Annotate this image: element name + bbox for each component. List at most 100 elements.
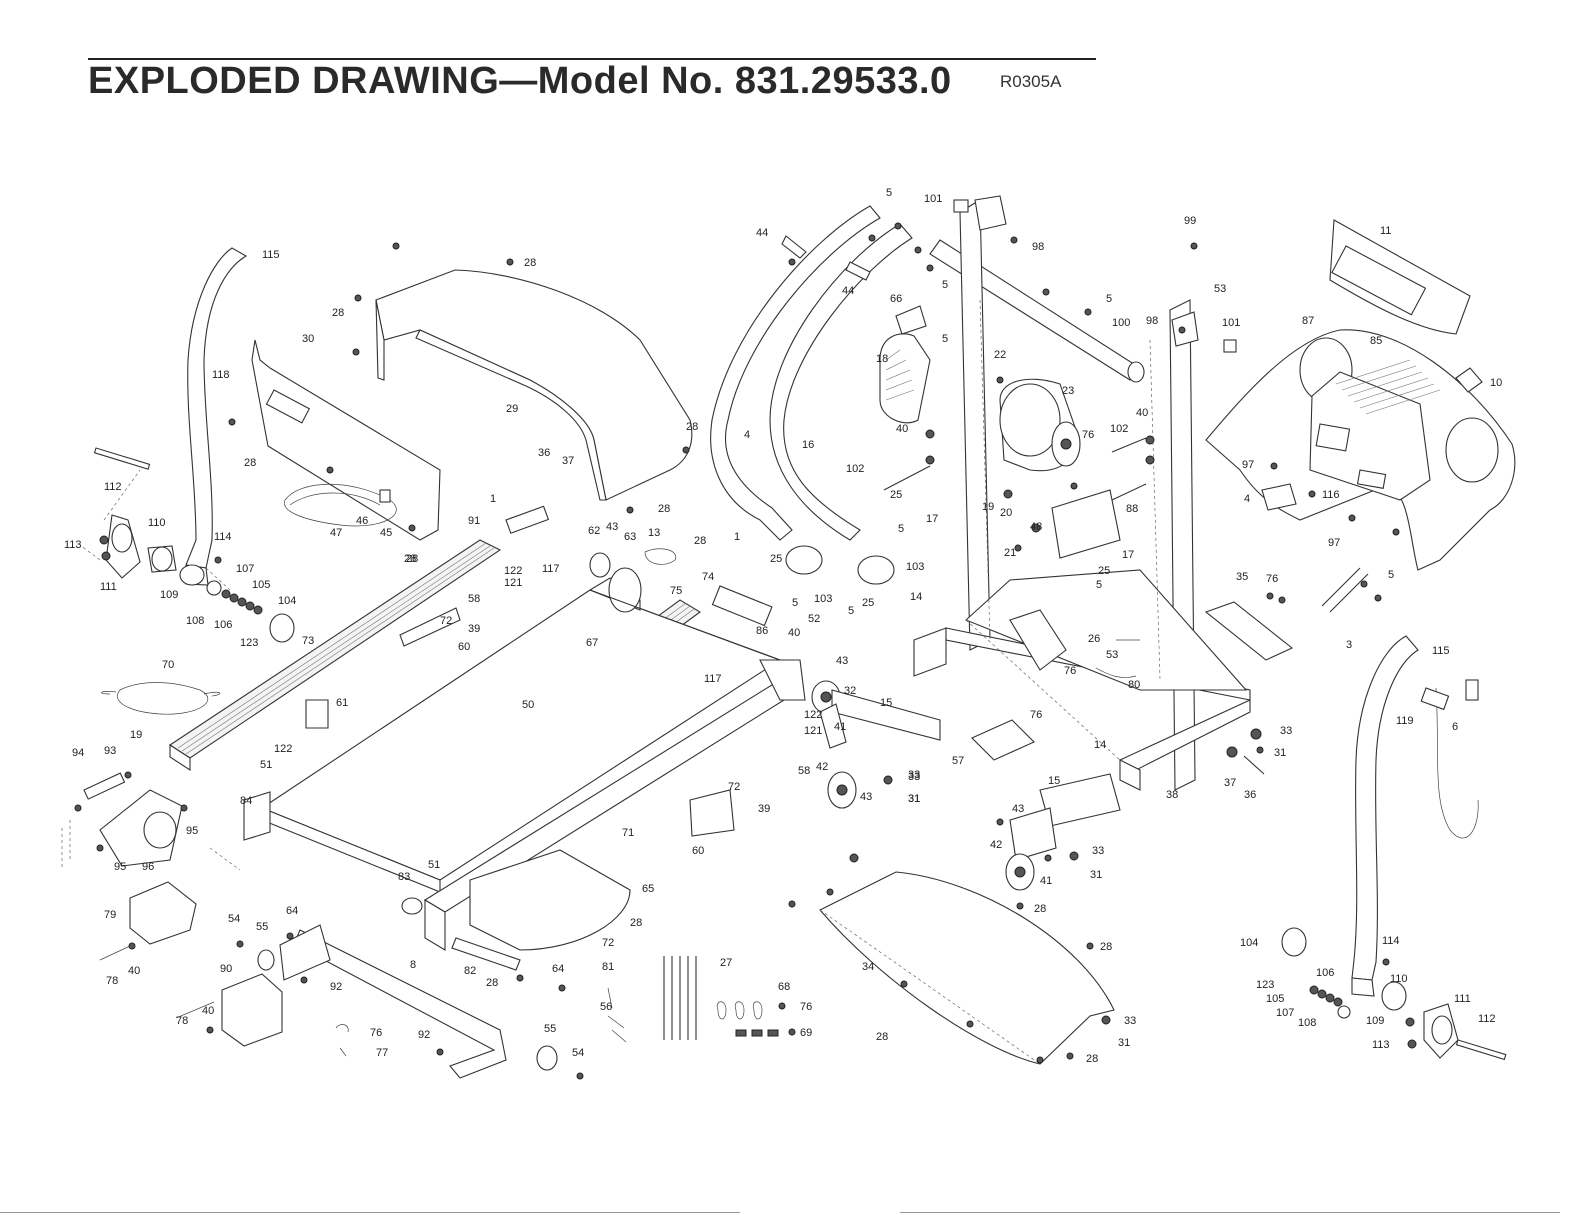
callout: 1 xyxy=(490,493,496,505)
callout: 22 xyxy=(994,349,1006,361)
footer-rule-right xyxy=(900,1212,1560,1213)
callout: 122 xyxy=(274,743,292,755)
callout: 1 xyxy=(734,531,740,543)
callout: 69 xyxy=(800,1027,812,1039)
callout: 37 xyxy=(1224,777,1236,789)
callout: 102 xyxy=(846,463,864,475)
callout: 121 xyxy=(804,725,822,737)
callout: 78 xyxy=(106,975,118,987)
callout: 5 xyxy=(792,597,798,609)
callout: 37 xyxy=(562,455,574,467)
callout: 33 xyxy=(1280,725,1292,737)
callout: 64 xyxy=(552,963,564,975)
callout: 115 xyxy=(262,249,280,261)
footer-rule-left xyxy=(0,1212,740,1213)
callout: 106 xyxy=(214,619,232,631)
callout: 76 xyxy=(1082,429,1094,441)
callout: 80 xyxy=(1128,679,1140,691)
callout: 56 xyxy=(600,1001,612,1013)
bottom-plate xyxy=(788,871,1115,1065)
callout: 111 xyxy=(100,581,117,593)
motor-hood-assembly xyxy=(228,242,693,541)
callout: 52 xyxy=(808,613,820,625)
callout: 95 xyxy=(114,861,126,873)
callout: 60 xyxy=(692,845,704,857)
callout: 101 xyxy=(1222,317,1240,329)
front-bracket-assembly xyxy=(236,924,627,1080)
callout: 44 xyxy=(842,285,854,297)
callout: 62 xyxy=(588,525,600,537)
callout: 45 xyxy=(380,527,392,539)
callout: 95 xyxy=(186,825,198,837)
callout: 76 xyxy=(1030,709,1042,721)
callout: 71 xyxy=(622,827,634,839)
callout: 3 xyxy=(1346,639,1352,651)
callout: 34 xyxy=(862,961,874,973)
callout: 31 xyxy=(1090,869,1102,881)
callout: 100 xyxy=(1112,317,1130,329)
callout: 31 xyxy=(908,793,920,805)
callout: 105 xyxy=(252,579,270,591)
callout: 73 xyxy=(302,635,314,647)
callout: 28 xyxy=(1034,903,1046,915)
callout: 63 xyxy=(624,531,636,543)
callout: 108 xyxy=(186,615,204,627)
callout: 39 xyxy=(758,803,770,815)
callout: 57 xyxy=(952,755,964,767)
callout: 102 xyxy=(1110,423,1128,435)
callout: 19 xyxy=(130,729,142,741)
callout: 39 xyxy=(468,623,480,635)
left-lower-hardware xyxy=(61,771,283,1047)
callout: 31 xyxy=(1118,1037,1130,1049)
callout: 38 xyxy=(1166,789,1178,801)
callout: 42 xyxy=(816,761,828,773)
callout: 17 xyxy=(1122,549,1134,561)
callout: 19 xyxy=(982,501,994,513)
callout: 103 xyxy=(906,561,924,573)
callout: 117 xyxy=(542,563,560,575)
callout: 123 xyxy=(1256,979,1274,991)
page-title: EXPLODED DRAWING—Model No. 831.29533.0 xyxy=(88,60,952,102)
callout: 65 xyxy=(642,883,654,895)
callout: 109 xyxy=(160,589,178,601)
callout: 28 xyxy=(694,535,706,547)
callout: 97 xyxy=(1328,537,1340,549)
callout: 11 xyxy=(1380,225,1391,237)
callout: 97 xyxy=(1242,459,1254,471)
callout: 87 xyxy=(1302,315,1314,327)
callout: 33 xyxy=(1092,845,1104,857)
callout: 36 xyxy=(1244,789,1256,801)
belt-and-rollers xyxy=(101,589,781,715)
callout: 117 xyxy=(704,673,722,685)
callout: 122 xyxy=(804,709,822,721)
callout: 5 xyxy=(942,333,948,345)
callout: 58 xyxy=(798,765,810,777)
callout: 28 xyxy=(1086,1053,1098,1065)
callout: 109 xyxy=(1366,1015,1384,1027)
callout: 94 xyxy=(72,747,84,759)
callout: 40 xyxy=(1136,407,1148,419)
callout: 31 xyxy=(1274,747,1286,759)
callout: 98 xyxy=(1146,315,1158,327)
callout: 4 xyxy=(1244,493,1250,505)
callout: 54 xyxy=(228,913,240,925)
handrails-and-uprights xyxy=(710,195,1251,791)
callout: 76 xyxy=(1064,665,1076,677)
callout: 36 xyxy=(538,447,550,459)
callout: 53 xyxy=(1106,649,1118,661)
callout: 90 xyxy=(220,963,232,975)
callout: 106 xyxy=(1316,967,1334,979)
callout: 103 xyxy=(814,593,832,605)
callout: 28 xyxy=(486,977,498,989)
callout: 28 xyxy=(876,1031,888,1043)
callout: 74 xyxy=(702,571,714,583)
callout: 91 xyxy=(468,515,480,527)
callout: 93 xyxy=(104,745,116,757)
frame-and-deck xyxy=(243,505,841,971)
callout: 81 xyxy=(602,961,614,973)
callout: 28 xyxy=(406,553,418,565)
callout-labels: 115 118 112 113 110 111 109 114 107 105 … xyxy=(64,187,1502,1065)
callout: 96 xyxy=(142,861,154,873)
callout: 77 xyxy=(376,1047,388,1059)
